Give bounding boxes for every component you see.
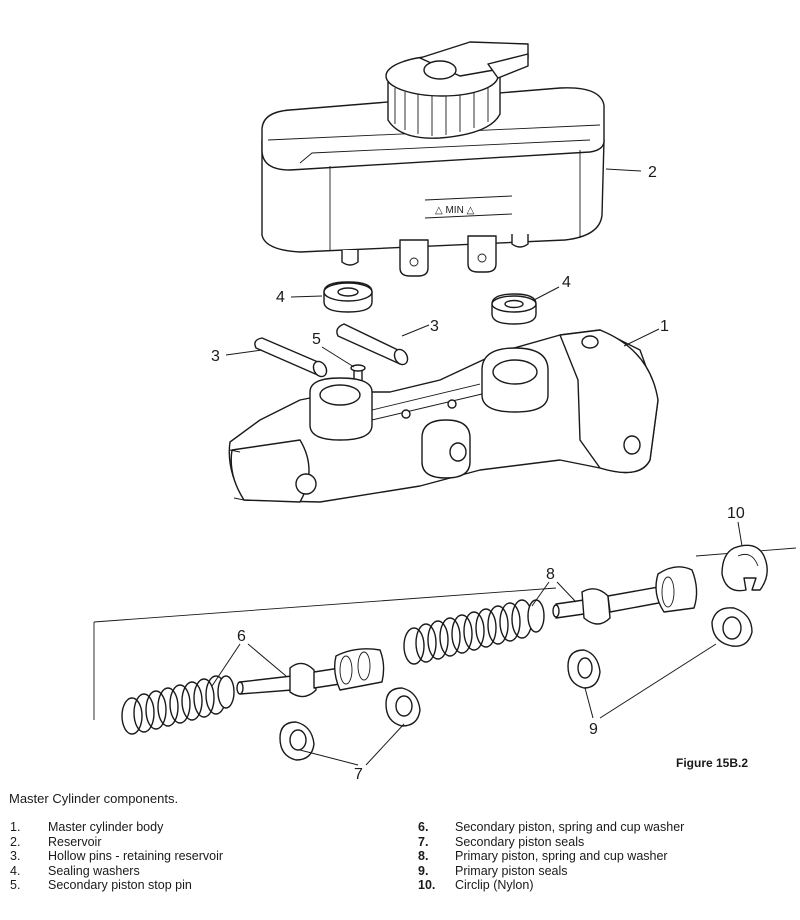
legend-item: 10. Circlip (Nylon) <box>418 878 684 893</box>
callout-10: 10 <box>727 505 745 522</box>
legend-text: Reservoir <box>48 834 102 849</box>
leader-lines <box>211 168 743 766</box>
callout-3a: 3 <box>430 318 439 335</box>
callout-3b: 3 <box>211 348 220 365</box>
legend-right: 6. Secondary piston, spring and cup washe… <box>418 820 684 893</box>
legend-item: 2. Reservoir <box>10 835 223 850</box>
legend-item: 9. Primary piston seals <box>418 864 684 879</box>
callouts: 1 2 3 3 4 4 5 6 7 8 9 10 △ MIN △ <box>211 164 745 780</box>
legend-item: 7. Secondary piston seals <box>418 835 684 850</box>
legend-item: 1. Master cylinder body <box>10 820 223 835</box>
callout-5: 5 <box>312 331 321 348</box>
callout-1: 1 <box>660 318 669 335</box>
callout-9: 9 <box>589 721 598 738</box>
reservoir <box>261 41 605 277</box>
legend-item: 6. Secondary piston, spring and cup washe… <box>418 820 684 835</box>
legend-text: Hollow pins - retaining reservoir <box>48 849 224 864</box>
sealing-washers <box>323 281 537 325</box>
circlip <box>721 544 768 592</box>
callout-4b: 4 <box>562 274 571 291</box>
primary-spring <box>403 599 545 665</box>
legend-text: Primary piston seals <box>455 863 568 878</box>
legend-number: 8. <box>418 849 429 864</box>
figure-caption: Master Cylinder components. <box>9 791 179 806</box>
legend-item: 8. Primary piston, spring and cup washer <box>418 849 684 864</box>
primary-seals <box>567 607 753 689</box>
legend-number: 1. <box>10 820 21 834</box>
callout-2: 2 <box>648 164 657 181</box>
legend-text: Sealing washers <box>48 863 140 878</box>
legend-item: 3. Hollow pins - retaining reservoir <box>10 849 223 864</box>
legend-text: Circlip (Nylon) <box>455 878 534 893</box>
legend-number: 5. <box>10 878 21 893</box>
secondary-piston <box>236 648 385 698</box>
legend-text: Primary piston, spring and cup washer <box>455 849 668 864</box>
legend-number: 10. <box>418 878 436 893</box>
legend-item: 5. Secondary piston stop pin <box>10 878 223 893</box>
legend-number: 2. <box>10 834 21 849</box>
legend-number: 6. <box>418 820 429 834</box>
legend-text: Secondary piston stop pin <box>48 878 192 893</box>
legend-item: 4. Sealing washers <box>10 864 223 879</box>
callout-8: 8 <box>546 566 555 583</box>
callout-4a: 4 <box>276 289 285 306</box>
secondary-seals <box>279 687 421 761</box>
primary-piston <box>552 566 698 625</box>
legend-number: 4. <box>10 863 21 878</box>
legend-number: 9. <box>418 863 429 878</box>
legend-number: 3. <box>10 849 21 864</box>
secondary-spring <box>121 675 235 735</box>
legend-text: Secondary piston, spring and cup washer <box>455 820 685 834</box>
hollow-pins <box>254 323 409 378</box>
legend-left: 1. Master cylinder body 2. Reservoir 3. Hol… <box>10 820 223 893</box>
min-mark: △ MIN △ <box>435 205 475 216</box>
legend-number: 7. <box>418 834 429 849</box>
master-cylinder-exploded-diagram: 1 2 3 3 4 4 5 6 7 8 9 10 △ MIN △ <box>93 41 797 780</box>
legend-text: Master cylinder body <box>48 820 164 834</box>
callout-6: 6 <box>237 628 246 645</box>
master-cylinder-body <box>228 329 659 503</box>
callout-7: 7 <box>354 766 363 780</box>
figure-label: Figure 15B.2 <box>676 756 749 770</box>
legend-text: Secondary piston seals <box>455 834 585 849</box>
